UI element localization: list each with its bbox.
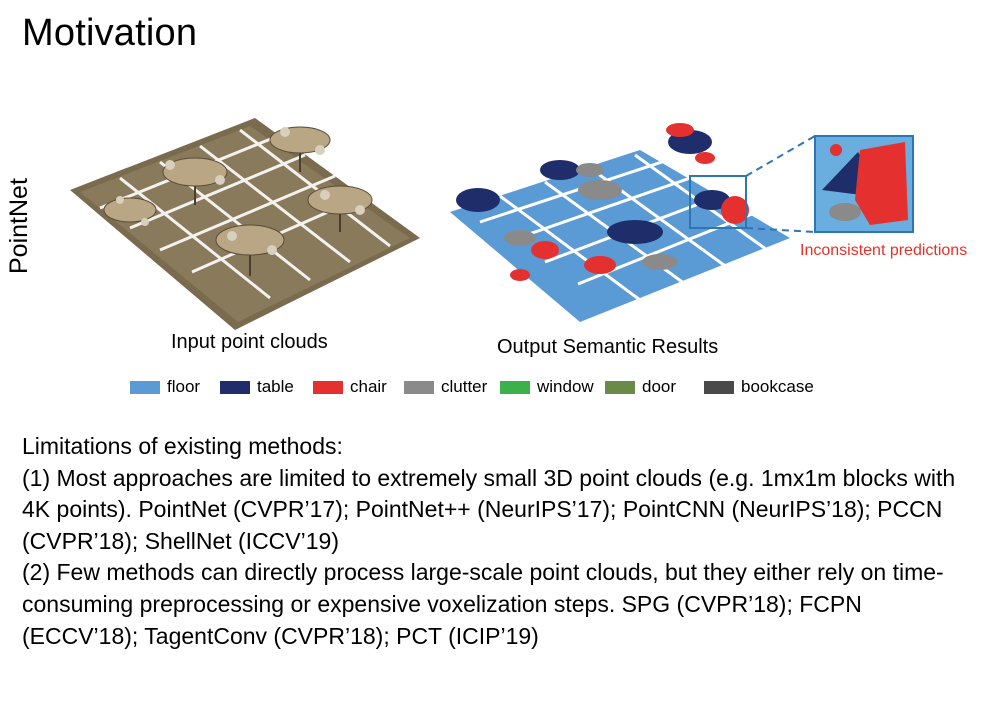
slide-title: Motivation bbox=[22, 12, 198, 54]
inconsistent-predictions-label: Inconsistent predictions bbox=[800, 242, 968, 259]
legend-item-table: table bbox=[220, 377, 313, 397]
limitation-point-2: (2) Few methods can directly process lar… bbox=[22, 559, 944, 649]
zoom-callout bbox=[689, 135, 914, 233]
legend-item-chair: chair bbox=[313, 377, 404, 397]
output-caption: Output Semantic Results bbox=[497, 336, 719, 358]
input-caption: Input point clouds bbox=[171, 331, 328, 353]
legend-label: table bbox=[257, 377, 294, 396]
legend-label: floor bbox=[167, 377, 201, 396]
figure-illustration bbox=[70, 118, 914, 330]
output-segmentation-image bbox=[450, 123, 790, 322]
door-swatch bbox=[605, 380, 635, 394]
legend-label: bookcase bbox=[741, 377, 814, 396]
legend-item-floor: floor bbox=[130, 377, 220, 397]
legend-label: window bbox=[537, 377, 594, 396]
input-point-cloud-image bbox=[70, 118, 420, 330]
legend-item-bookcase: bookcase bbox=[704, 377, 814, 397]
legend: floor table chair clutter window door bo… bbox=[130, 376, 814, 398]
legend-label: chair bbox=[350, 377, 387, 396]
legend-item-window: window bbox=[500, 377, 605, 397]
chair-swatch bbox=[313, 380, 343, 394]
limitation-point-1: (1) Most approaches are limited to extre… bbox=[22, 464, 956, 554]
floor-swatch bbox=[130, 380, 160, 394]
table-swatch bbox=[220, 380, 250, 394]
limitations-heading: Limitations of existing methods: bbox=[22, 433, 343, 459]
legend-label: clutter bbox=[441, 377, 488, 396]
limitations-text: Limitations of existing methods: (1) Mos… bbox=[22, 431, 982, 652]
legend-label: door bbox=[642, 377, 677, 396]
legend-item-clutter: clutter bbox=[404, 377, 500, 397]
bookcase-swatch bbox=[704, 380, 734, 394]
legend-item-door: door bbox=[605, 377, 704, 397]
window-swatch bbox=[500, 380, 530, 394]
clutter-swatch bbox=[404, 380, 434, 394]
